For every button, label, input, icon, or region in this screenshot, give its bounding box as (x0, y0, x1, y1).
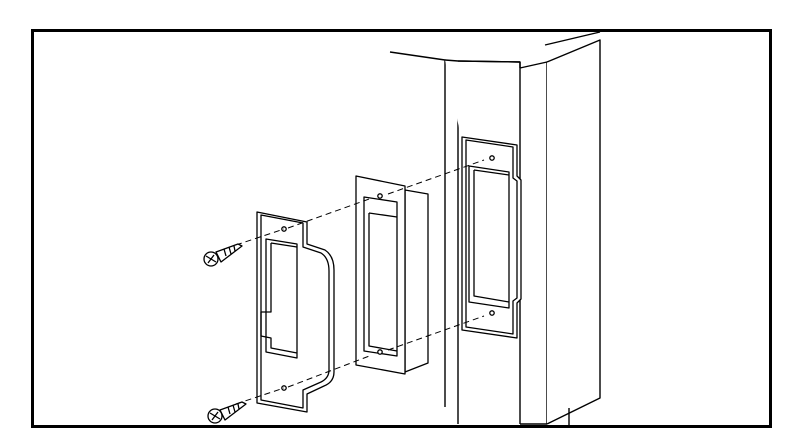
alignment-lines (235, 159, 485, 405)
strike-plate (256, 211, 335, 413)
mounting-screw-bottom (207, 401, 247, 424)
mortise-cutout (461, 136, 522, 339)
strike-box (355, 175, 429, 375)
mounting-screw-top (203, 243, 243, 267)
